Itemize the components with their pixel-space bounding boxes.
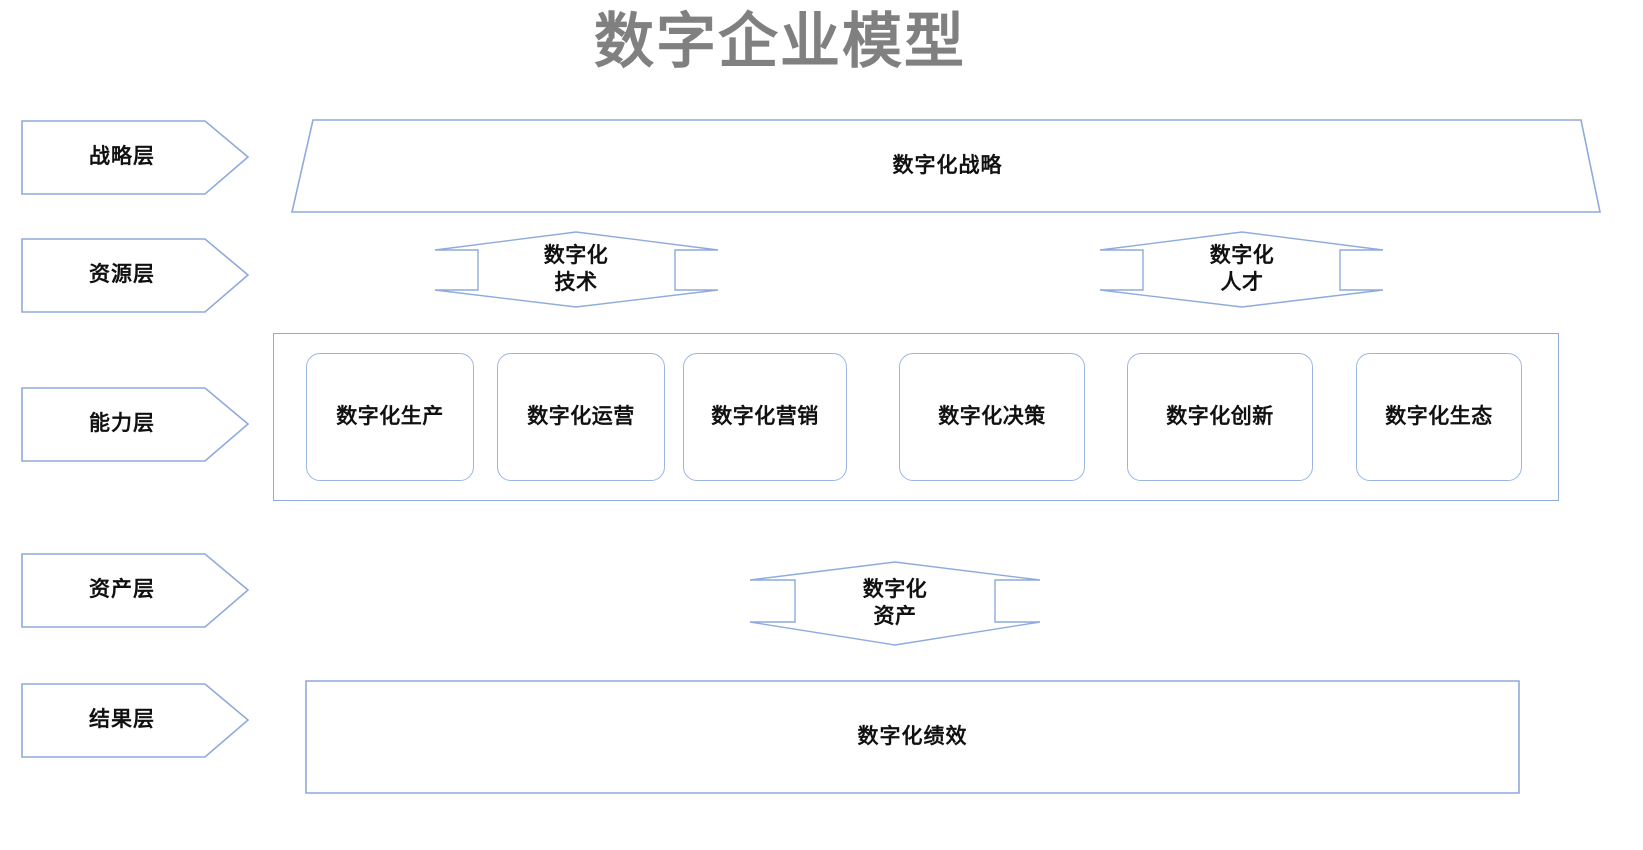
- capability-box-ecosystem[interactable]: 数字化生态: [1356, 353, 1522, 481]
- layer-label-shape-capability[interactable]: [21, 387, 250, 462]
- asset-shape-assets[interactable]: [749, 561, 1041, 646]
- capability-box-innovation[interactable]: 数字化创新: [1127, 353, 1313, 481]
- capability-container: 数字化生产 数字化运营 数字化营销 数字化决策 数字化创新 数字化生态: [273, 333, 1559, 501]
- strategy-banner-shape[interactable]: [290, 119, 1601, 213]
- resource-shape-talent[interactable]: [1099, 231, 1384, 308]
- resource-shape-tech[interactable]: [434, 231, 719, 308]
- layer-label-shape-asset[interactable]: [21, 553, 250, 628]
- layer-label-shape-result[interactable]: [21, 683, 250, 758]
- capability-box-operations[interactable]: 数字化运营: [497, 353, 665, 481]
- page-title: 数字企业模型: [594, 8, 966, 75]
- capability-box-row: 数字化生产 数字化运营 数字化营销 数字化决策 数字化创新 数字化生态: [274, 334, 1558, 500]
- capability-box-production[interactable]: 数字化生产: [306, 353, 474, 481]
- capability-box-marketing[interactable]: 数字化营销: [683, 353, 847, 481]
- layer-label-shape-strategy[interactable]: [21, 120, 250, 195]
- layer-label-shape-resource[interactable]: [21, 238, 250, 313]
- capability-box-decision[interactable]: 数字化决策: [899, 353, 1085, 481]
- result-banner-shape[interactable]: [305, 680, 1520, 794]
